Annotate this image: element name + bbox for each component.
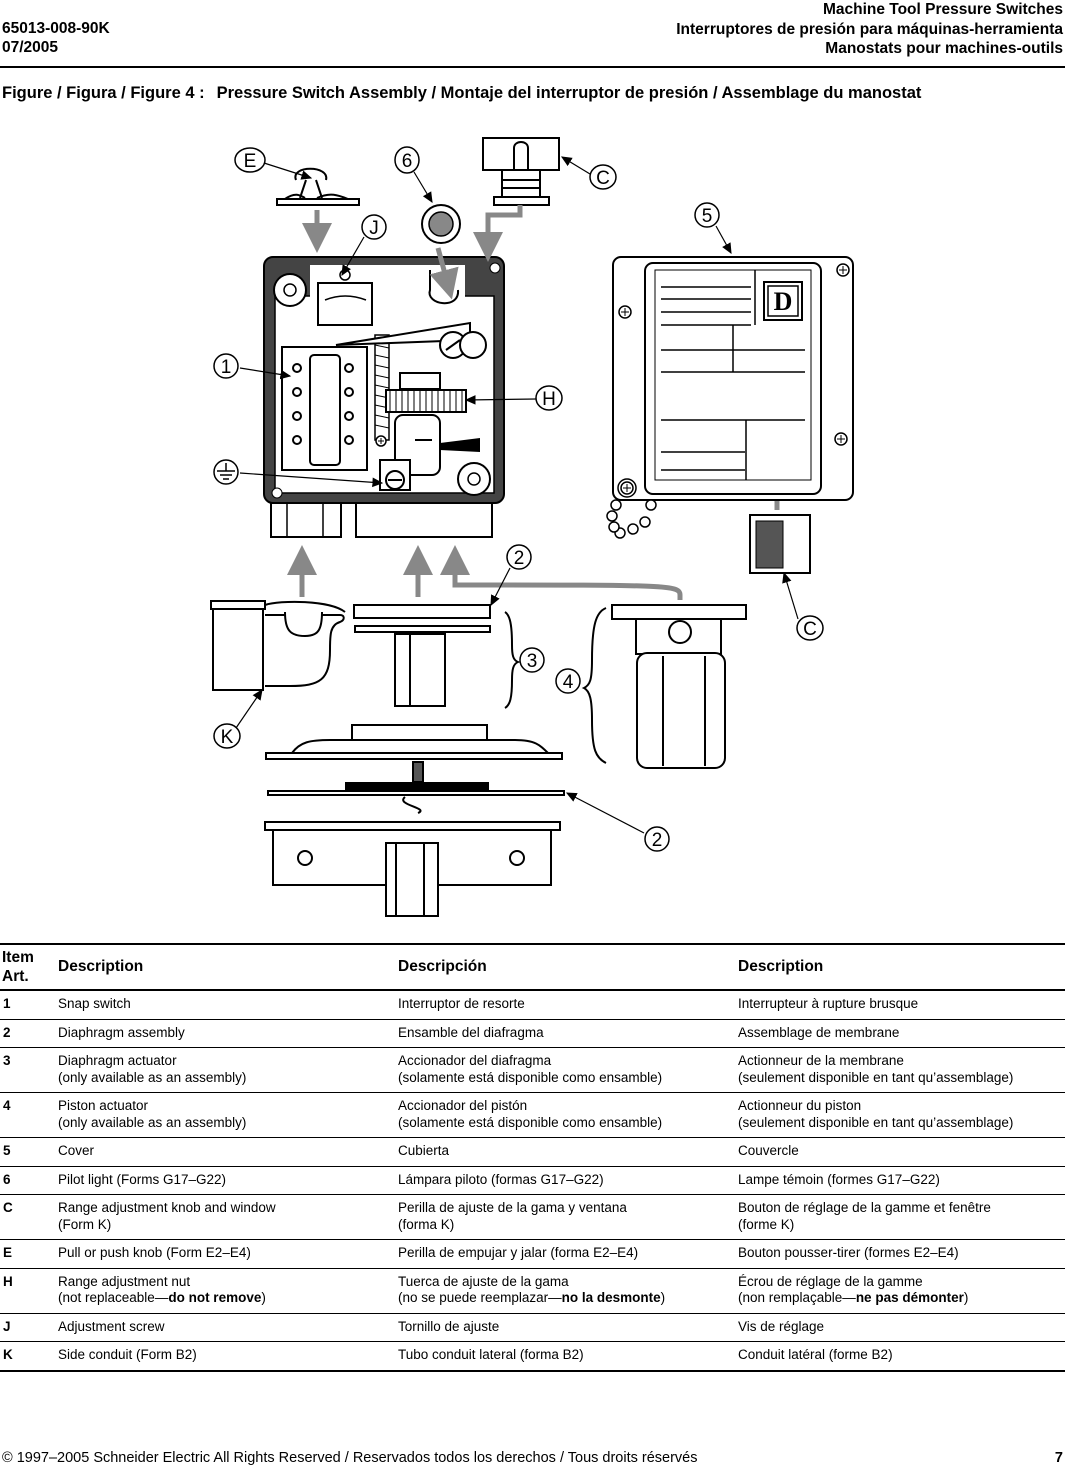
table-row: 1 Snap switch Interruptor de resorte Int…: [0, 990, 1065, 1020]
label-k: K: [221, 727, 234, 748]
ground-icon: [217, 463, 235, 480]
label-c-right: C: [803, 619, 817, 640]
doc-number: 65013-008-90K: [2, 20, 110, 37]
doc-date: 07/2005: [2, 39, 59, 56]
label-e: E: [244, 151, 257, 172]
page-number: 7: [1054, 1450, 1063, 1466]
brand-logo: D: [774, 287, 793, 316]
title-fr: Manostats pour machines-outils: [825, 40, 1063, 57]
table-row: 2 Diaphragm assembly Ensamble del diafra…: [0, 1019, 1065, 1048]
pressure-switch-diagram: D: [210, 137, 854, 917]
label-2-bottom: 2: [652, 830, 663, 851]
title-es: Interruptores de presión para máquinas-h…: [676, 20, 1063, 38]
title-en: Machine Tool Pressure Switches: [822, 1, 1063, 18]
diaphragm-actuator-3: [353, 604, 491, 707]
table-row: C Range adjustment knob and window(Form …: [0, 1194, 1065, 1240]
label-c-top: C: [596, 168, 610, 189]
header-desc-es: Descripción: [394, 943, 734, 991]
figure-caption: Figure / Figura / Figure 4 : Pressure Swi…: [2, 84, 921, 103]
table-row: J Adjustment screw Tornillo de ajuste Vi…: [0, 1313, 1065, 1342]
copyright: © 1997–2005 Schneider Electric All Right…: [2, 1450, 698, 1466]
header-right: Machine Tool Pressure Switches Interrupt…: [676, 0, 1063, 59]
table-row: K Side conduit (Form B2) Tubo conduit la…: [0, 1341, 1065, 1372]
header-desc-fr: Description: [734, 943, 1065, 991]
assembly-arrows: [287, 205, 792, 600]
brace-4: [581, 607, 607, 764]
range-window: [749, 514, 811, 574]
figure-caption-prefix: Figure / Figura / Figure 4 :: [2, 84, 205, 102]
table-row: 3 Diaphragm actuator(only available as a…: [0, 1047, 1065, 1093]
label-5: 5: [702, 206, 713, 227]
table-row: 4 Piston actuator(only available as an a…: [0, 1092, 1065, 1138]
table-row: E Pull or push knob (Form E2–E4) Perilla…: [0, 1239, 1065, 1269]
header-desc-en: Description: [54, 943, 394, 991]
label-2-top: 2: [514, 548, 525, 569]
callout-labels: E 6 C J 5 1 H 2 C 3 4 K 2: [221, 151, 817, 851]
cover-5: D: [606, 256, 854, 539]
switch-body: [263, 256, 505, 538]
pilot-light-6: [421, 204, 461, 244]
push-knob-e: [276, 167, 360, 206]
figure-caption-text: Pressure Switch Assembly / Montaje del i…: [216, 84, 922, 102]
brace-3: [504, 611, 521, 709]
label-h: H: [542, 389, 556, 410]
table-row: 5 Cover Cubierta Couvercle: [0, 1137, 1065, 1167]
header-left: 65013-008-90K 07/2005: [2, 19, 110, 57]
diaphragm-assembly: [264, 724, 565, 917]
header-rule: [0, 66, 1065, 68]
table-row: 6 Pilot light (Forms G17–G22) Lámpara pi…: [0, 1166, 1065, 1195]
label-6: 6: [402, 151, 413, 172]
leader-lines: [235, 156, 799, 834]
label-4: 4: [563, 672, 574, 693]
label-j: J: [369, 218, 379, 239]
footer: © 1997–2005 Schneider Electric All Right…: [2, 1450, 1063, 1466]
label-1: 1: [221, 357, 232, 378]
label-3: 3: [527, 651, 538, 672]
range-knob-top: [482, 137, 560, 206]
piston-actuator-4: [611, 604, 747, 769]
table-row: H Range adjustment nut(not replaceable—d…: [0, 1268, 1065, 1314]
side-conduit-k: [210, 600, 346, 691]
callouts: [213, 146, 824, 852]
